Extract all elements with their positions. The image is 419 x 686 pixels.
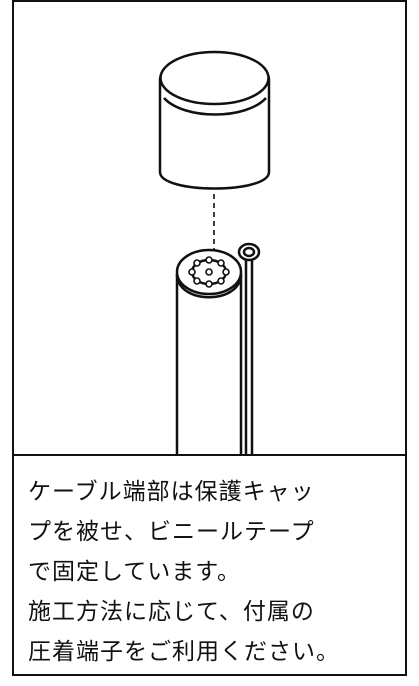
instruction-panel: ケーブル端部は保護キャッ プを被せ、ビニールテープ で固定しています。 施工方法… xyxy=(12,0,407,676)
attached-wire xyxy=(237,242,261,454)
caption-line: ケーブル端部は保護キャッ xyxy=(28,479,315,505)
protective-cap xyxy=(158,50,271,190)
caption-line: で固定しています。 xyxy=(28,559,242,585)
caption-line: 施工方法に応じて、付属の xyxy=(28,599,315,625)
cable-core-strands xyxy=(188,256,230,288)
cable-cap-illustration xyxy=(158,50,271,454)
instruction-caption: ケーブル端部は保護キャッ プを被せ、ビニールテープ で固定しています。 施工方法… xyxy=(28,472,400,672)
caption-line: 圧着端子をご利用ください。 xyxy=(28,639,340,665)
caption-line: プを被せ、ビニールテープ xyxy=(28,519,315,545)
panel-divider xyxy=(14,454,405,456)
